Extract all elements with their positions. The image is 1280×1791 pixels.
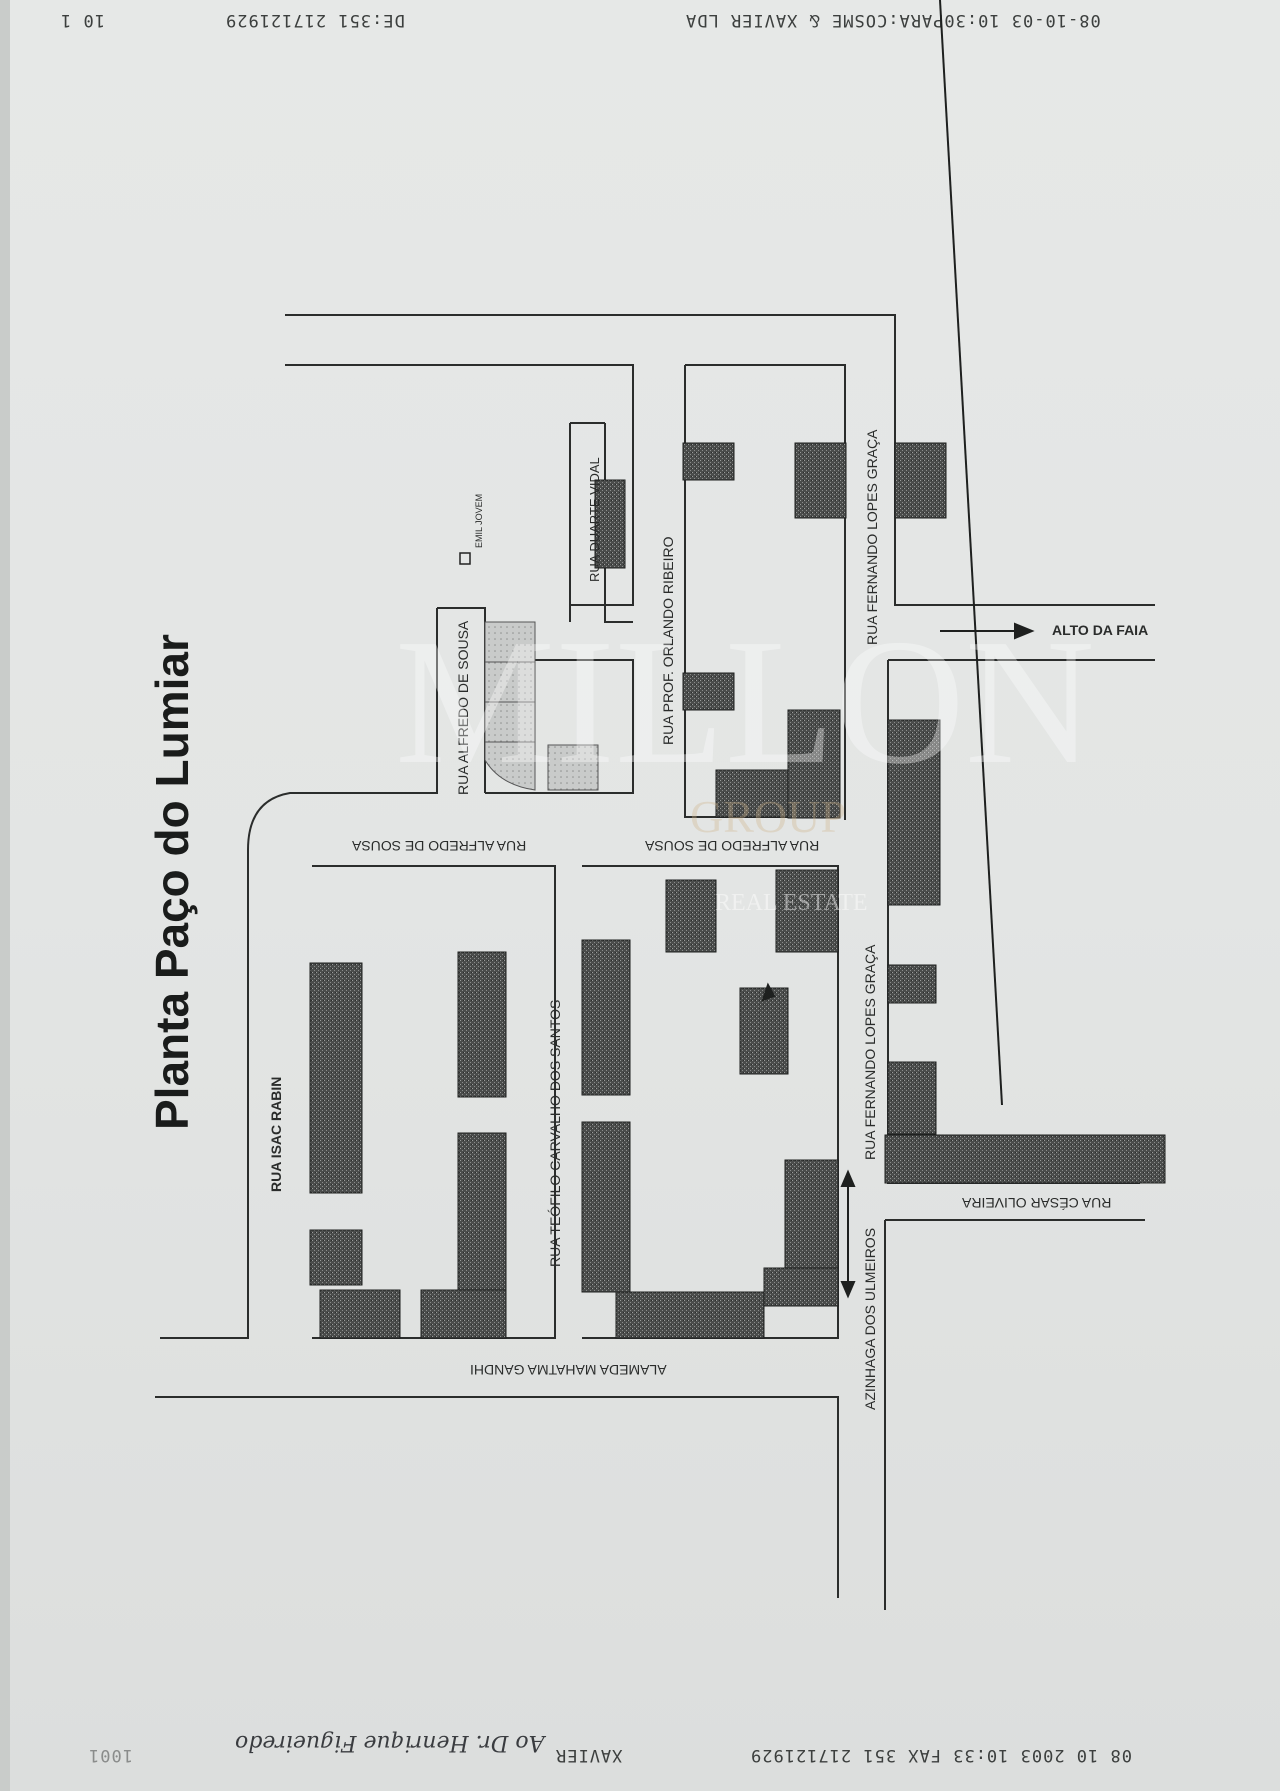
building-blocks (309, 442, 1166, 1339)
map-title: Planta Paço do Lumiar (146, 634, 198, 1130)
watermark-group: GROUP (690, 791, 846, 842)
arrow-head-down (840, 1281, 856, 1299)
street-label-isac-rabin: RUA ISAC RABIN (268, 1076, 284, 1192)
map-marker-square (459, 552, 471, 565)
street-outlines (155, 314, 1155, 1610)
fax-paper (10, 0, 1280, 1791)
map-arrows (761, 0, 1035, 1299)
small-map-label: EMIL JOVEM (474, 493, 484, 548)
arrow-head-up (840, 1169, 856, 1187)
fax-footer-sender: XAVIER (555, 1745, 623, 1765)
street-label-fernando-lower: RUA FERNANDO LOPES GRAÇA (862, 944, 878, 1161)
street-label-azinhaga: AZINHAGA DOS ULMEIROS (862, 1227, 878, 1410)
handwritten-note: Ao Dr. Henrique Figueiredo (235, 1730, 545, 1755)
arrow-head-right (1014, 622, 1035, 640)
fax-footer-page-mark: 1001 (88, 1745, 133, 1765)
fax-footer-line: 08 10 2003 10:33 FAX 351 217121929 (750, 1745, 1132, 1765)
watermark-real-estate: REAL ESTATE (715, 890, 868, 916)
light-parcels (484, 621, 599, 791)
street-label-duarte-vidal: RUA DUARTE VIDAL (587, 457, 602, 582)
place-label-alto-da-faia: ALTO DA FAIA (1052, 622, 1149, 638)
watermark-logo: MILLON (395, 602, 1095, 801)
street-label-mahatma-gandhi: ALAMEDA MAHATMA GANDHI (470, 1362, 667, 1378)
street-label-alfredo-left: RUA ALFREDO DE SOUSA (352, 838, 527, 854)
street-label-teofilo: RUA TEÓFILO CARVALHO DOS SANTOS (547, 999, 563, 1267)
street-label-cesar-oliveira: RUA CÉSAR OLIVEIRA (962, 1195, 1112, 1211)
